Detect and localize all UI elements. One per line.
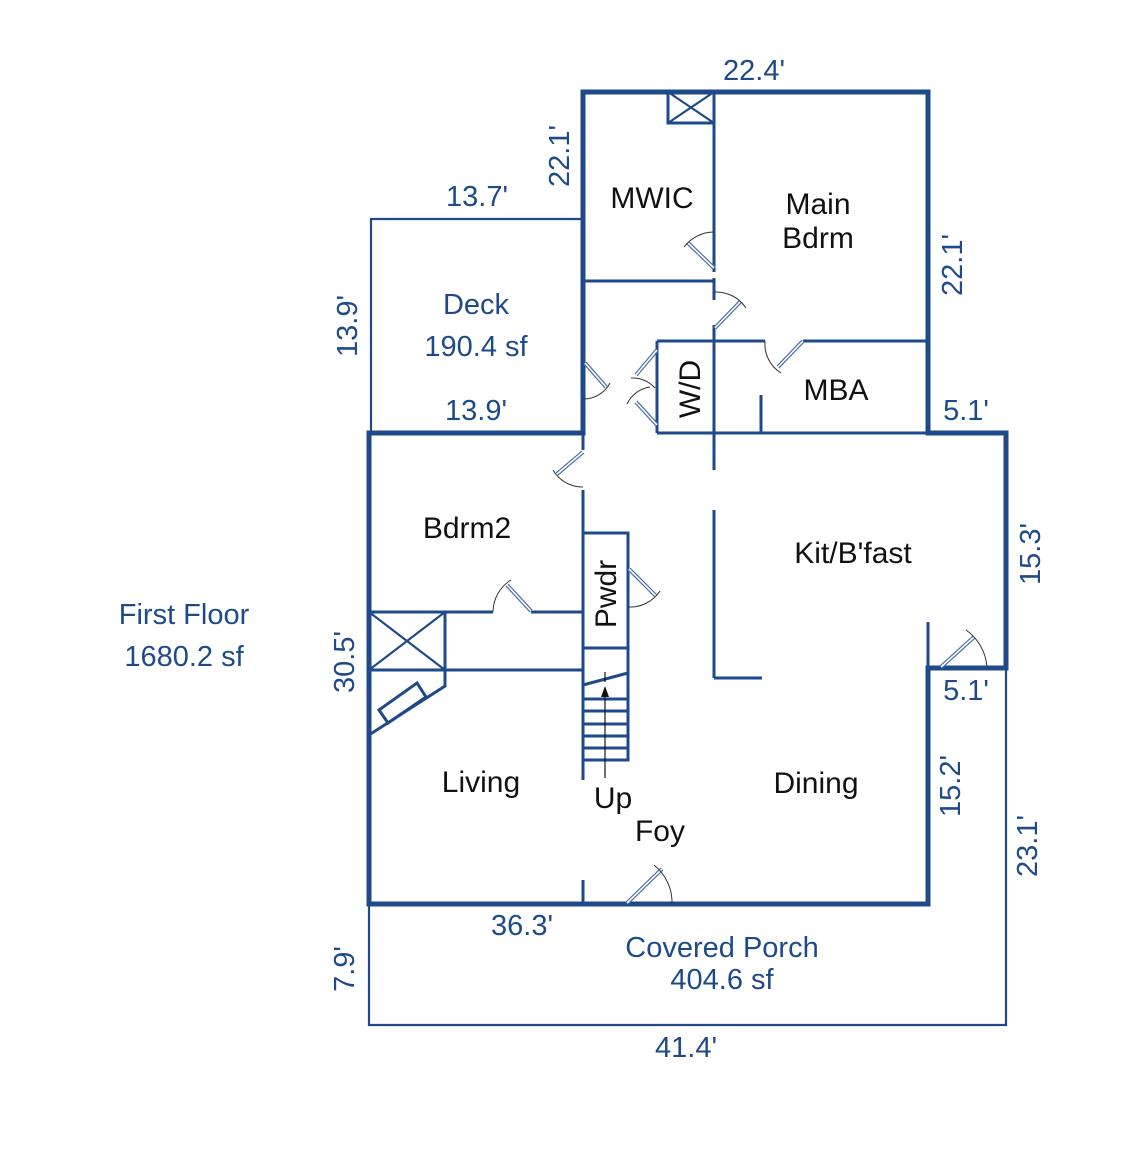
door-pwdr <box>627 567 661 608</box>
dim-porch-bottom: 41.4' <box>655 1032 717 1064</box>
dim-living-left: 30.5' <box>329 631 361 693</box>
dim-front-wall: 36.3' <box>491 910 553 942</box>
room-label-pwdr: Pwdr <box>590 560 623 628</box>
door-kitchen <box>939 629 988 669</box>
room-label-wd: W/D <box>674 360 707 418</box>
deck-area: 190.4 sf <box>424 331 528 363</box>
doors <box>492 231 988 905</box>
exterior-walls <box>366 89 1009 907</box>
room-labels: MWIC Main Bdrm W/D MBA Bdrm2 Pwdr Kit/B'… <box>423 182 913 848</box>
door-bdrm2-closet <box>492 579 533 613</box>
dim-porch-left: 7.9' <box>329 946 361 992</box>
porch-area: 404.6 sf <box>670 964 774 996</box>
room-label-mba: MBA <box>803 374 868 407</box>
dim-top-main: 22.4' <box>723 55 785 87</box>
stair-label-up: Up <box>594 782 632 815</box>
door-mwic <box>683 231 716 270</box>
deck-label: Deck <box>443 289 510 321</box>
dim-kit-right: 15.3' <box>1015 523 1047 585</box>
dim-deck-top: 13.7' <box>446 181 508 213</box>
area-labels: Deck 190.4 sf Covered Porch 404.6 sf Fir… <box>119 289 819 996</box>
dim-dining-right: 15.2' <box>935 755 967 817</box>
door-wd <box>626 348 659 427</box>
door-front <box>625 864 673 905</box>
room-label-main-bdrm-line1: Main <box>785 188 850 221</box>
dim-deck-left: 13.9' <box>332 295 364 357</box>
stair-arrow <box>601 672 609 778</box>
door-deck <box>582 361 611 400</box>
door-mba <box>764 339 805 374</box>
deck-outline <box>369 217 583 433</box>
dim-deck-bottom: 13.9' <box>445 395 507 427</box>
room-label-dining: Dining <box>773 767 858 800</box>
floor-name: First Floor <box>119 599 250 631</box>
room-label-mwic: MWIC <box>610 182 693 215</box>
floor-area: 1680.2 sf <box>124 641 244 673</box>
room-label-kit: Kit/B'fast <box>794 537 912 570</box>
dim-main-right: 22.1' <box>937 234 969 296</box>
dim-bump-bottom: 5.1' <box>943 675 989 707</box>
room-label-living: Living <box>442 766 520 799</box>
interior-walls <box>367 90 930 904</box>
door-main-bdrm <box>713 291 747 330</box>
covered-porch-outline <box>367 668 1008 1027</box>
dim-mwic-left: 22.1' <box>544 125 576 187</box>
porch-label: Covered Porch <box>625 932 818 964</box>
dim-porch-right: 23.1' <box>1012 815 1044 877</box>
room-label-bdrm2: Bdrm2 <box>423 512 511 545</box>
dimension-labels: 22.4' 22.1' 22.1' 13.7' 13.9' 13.9' 5.1'… <box>329 55 1047 1064</box>
room-label-foyer: Foy <box>635 815 685 848</box>
dim-mba-right: 5.1' <box>943 395 989 427</box>
room-label-main-bdrm-line2: Bdrm <box>782 222 854 255</box>
door-bdrm2 <box>552 450 585 488</box>
